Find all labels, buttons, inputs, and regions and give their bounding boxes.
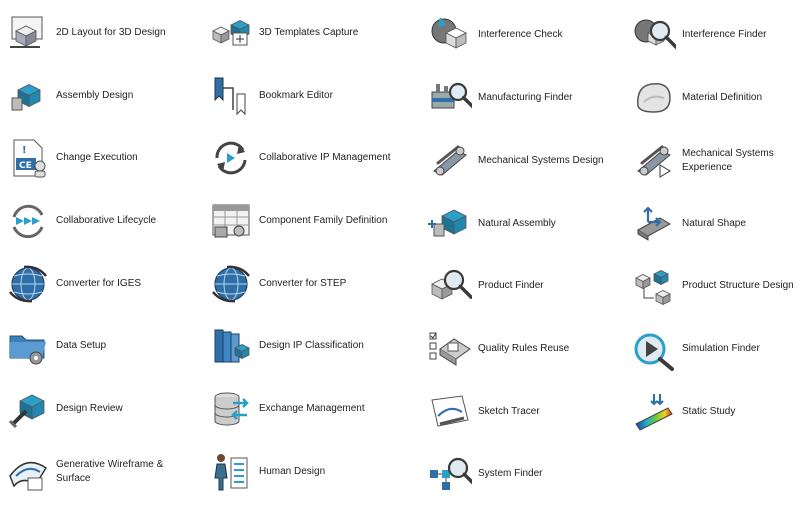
refresh-arrows-icon — [209, 136, 253, 180]
app-label: Change Execution — [56, 152, 138, 163]
folder-gear-icon — [6, 324, 50, 368]
app-tile-product-finder[interactable]: Product Finder — [428, 261, 628, 311]
bookmark-icon — [209, 74, 253, 118]
app-tile-natural-assembly[interactable]: Natural Assembly — [428, 199, 628, 249]
app-label: Product Finder — [478, 280, 544, 291]
app-tile-material-definition[interactable]: Material Definition — [632, 73, 807, 123]
app-label: System Finder — [478, 468, 543, 479]
product-finder-icon — [428, 264, 472, 308]
natural-assembly-icon — [428, 202, 472, 246]
material-definition-icon — [632, 76, 676, 120]
app-label: Material Definition — [682, 92, 763, 103]
app-label: Sketch Tracer — [478, 406, 540, 417]
system-finder-icon — [428, 452, 472, 496]
app-label: Exchange Management — [259, 403, 365, 414]
app-label: Converter for STEP — [259, 278, 347, 289]
svg-text:CE: CE — [19, 161, 32, 171]
app-label: Mechanical Systems Design — [478, 155, 604, 166]
app-label: Component Family Definition — [259, 215, 388, 226]
app-tile-3d-templates-capture[interactable]: 3D Templates Capture — [209, 8, 421, 58]
app-tile-interference-check[interactable]: Interference Check — [428, 10, 628, 60]
app-label: Collaborative IP Management — [259, 152, 391, 163]
svg-text:!: ! — [22, 145, 27, 156]
app-tile-design-review[interactable]: Design Review — [6, 384, 201, 434]
app-tile-static-study[interactable]: Static Study — [632, 387, 807, 437]
app-label: Interference Finder — [682, 29, 767, 40]
app-label: Interference Check — [478, 29, 563, 40]
app-label: Mechanical Systems Experience — [682, 148, 774, 173]
app-label: Static Study — [682, 406, 736, 417]
app-tile-change-execution[interactable]: CE! Change Execution — [6, 133, 201, 183]
natural-shape-icon — [632, 202, 676, 246]
app-tile-interference-finder[interactable]: Interference Finder — [632, 10, 807, 60]
app-label: Quality Rules Reuse — [478, 343, 570, 354]
app-label: Simulation Finder — [682, 343, 760, 354]
app-label: Manufacturing Finder — [478, 92, 573, 103]
app-label: 3D Templates Capture — [259, 27, 359, 38]
app-label: Product Structure Design — [682, 280, 794, 291]
globe-converter-icon — [6, 262, 50, 306]
app-tile-manufacturing-finder[interactable]: Manufacturing Finder — [428, 73, 628, 123]
2d-layout-icon — [6, 11, 50, 55]
app-label: Natural Shape — [682, 218, 746, 229]
app-tile-natural-shape[interactable]: Natural Shape — [632, 199, 807, 249]
app-tile-quality-rules-reuse[interactable]: Quality Rules Reuse — [428, 324, 628, 374]
app-label: Collaborative Lifecycle — [56, 215, 157, 226]
design-review-icon — [6, 387, 50, 431]
change-execution-icon: CE! — [6, 136, 50, 180]
app-tile-collaborative-lifecycle[interactable]: Collaborative Lifecycle — [6, 196, 201, 246]
collaborative-lifecycle-icon — [6, 199, 50, 243]
app-label: 2D Layout for 3D Design — [56, 27, 166, 38]
app-label: Human Design — [259, 466, 326, 477]
app-label: Generative Wireframe & Surface — [56, 459, 164, 484]
app-tile-collaborative-ip-management[interactable]: Collaborative IP Management — [209, 133, 421, 183]
app-tile-mechanical-systems-experience[interactable]: Mechanical Systems Experience — [632, 136, 807, 186]
manufacturing-finder-icon — [428, 76, 472, 120]
app-tile-data-setup[interactable]: Data Setup — [6, 321, 201, 371]
database-exchange-icon — [209, 387, 253, 431]
app-tile-mechanical-systems-design[interactable]: Mechanical Systems Design — [428, 136, 628, 186]
assembly-design-icon — [6, 74, 50, 118]
app-tile-human-design[interactable]: Human Design — [209, 447, 421, 497]
mechanical-experience-icon — [632, 139, 676, 183]
interference-check-icon — [428, 13, 472, 57]
app-tile-exchange-management[interactable]: Exchange Management — [209, 384, 421, 434]
globe-converter-icon — [209, 262, 253, 306]
app-tile-product-structure-design[interactable]: Product Structure Design — [632, 261, 807, 311]
app-tile-generative-wireframe-and-surface[interactable]: Generative Wireframe & Surface — [6, 447, 201, 497]
app-tile-bookmark-editor[interactable]: Bookmark Editor — [209, 71, 421, 121]
mechanical-linkage-icon — [428, 139, 472, 183]
app-tile-converter-for-step[interactable]: Converter for STEP — [209, 259, 421, 309]
sketch-tracer-icon — [428, 390, 472, 434]
app-tile-simulation-finder[interactable]: Simulation Finder — [632, 324, 807, 374]
app-label: Bookmark Editor — [259, 90, 333, 101]
app-tile-converter-for-iges[interactable]: Converter for IGES — [6, 259, 201, 309]
app-tile-system-finder[interactable]: System Finder — [428, 449, 628, 499]
simulation-finder-icon — [632, 327, 676, 371]
static-study-icon — [632, 390, 676, 434]
human-design-icon — [209, 450, 253, 494]
app-label: Natural Assembly — [478, 218, 556, 229]
app-label: Design Review — [56, 403, 123, 414]
quality-rules-icon — [428, 327, 472, 371]
app-tile-design-ip-classification[interactable]: Design IP Classification — [209, 321, 421, 371]
app-label: Converter for IGES — [56, 278, 142, 289]
wireframe-surface-icon — [6, 450, 50, 494]
app-label: Data Setup — [56, 340, 107, 351]
app-label: Assembly Design — [56, 90, 134, 101]
component-family-icon — [209, 199, 253, 243]
app-tile-2d-layout-for-3d-design[interactable]: 2D Layout for 3D Design — [6, 8, 201, 58]
app-tile-sketch-tracer[interactable]: Sketch Tracer — [428, 387, 628, 437]
app-label: Design IP Classification — [259, 340, 364, 351]
ip-classification-icon — [209, 324, 253, 368]
app-tile-component-family-definition[interactable]: Component Family Definition — [209, 196, 421, 246]
product-structure-icon — [632, 264, 676, 308]
interference-finder-icon — [632, 13, 676, 57]
templates-capture-icon — [209, 11, 253, 55]
app-tile-assembly-design[interactable]: Assembly Design — [6, 71, 201, 121]
